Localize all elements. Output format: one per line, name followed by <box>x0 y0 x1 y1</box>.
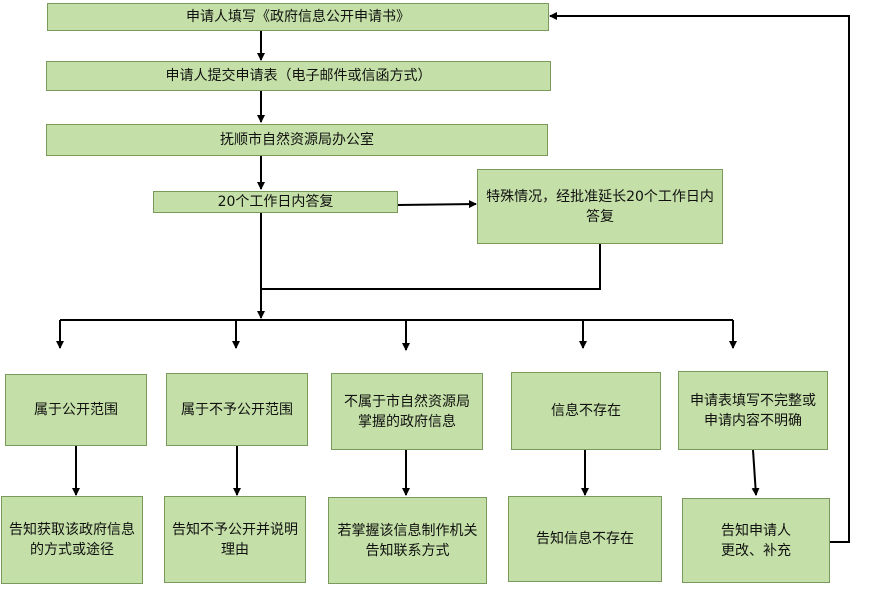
result-not-held: 若掌握该信息制作机关 告知联系方式 <box>328 497 487 584</box>
category-label: 属于不予公开范围 <box>181 401 293 418</box>
category-label: 信息不存在 <box>551 403 621 419</box>
category-not-exist: 信息不存在 <box>511 372 661 450</box>
line-extension-return <box>261 244 601 290</box>
result-not-exist: 告知信息不存在 <box>508 496 662 582</box>
step-extension-label: 特殊情况，经批准延长20个工作日内 答复 <box>486 188 714 225</box>
arrow-cat-5-to-result <box>751 449 760 496</box>
category-not-held: 不属于市自然资源局 掌握的政府信息 <box>331 373 483 450</box>
arrow-reply-to-extension <box>397 200 477 209</box>
category-label: 申请表填写不完整或 申请内容不明确 <box>690 392 816 429</box>
category-incomplete: 申请表填写不完整或 申请内容不明确 <box>678 371 828 450</box>
result-label: 若掌握该信息制作机关 告知联系方式 <box>337 522 478 559</box>
result-not-public: 告知不予公开并说明 理由 <box>164 496 306 583</box>
result-incomplete: 告知申请人 更改、补充 <box>682 498 830 583</box>
result-label: 告知申请人 更改、补充 <box>721 522 791 559</box>
step-reply-20-label: 20个工作日内答复 <box>217 194 334 210</box>
step-submit-label: 申请人提交申请表（电子邮件或信函方式） <box>165 68 432 84</box>
step-fill-form-label: 申请人填写《政府信息公开申请书》 <box>186 9 410 25</box>
step-submit: 申请人提交申请表（电子邮件或信函方式） <box>46 61 551 91</box>
arrow-feedback-loop <box>549 12 850 543</box>
result-label: 告知不予公开并说明 理由 <box>172 521 298 558</box>
result-label: 告知获取该政府信息 的方式或途径 <box>9 522 135 558</box>
step-office: 抚顺市自然资源局办公室 <box>46 124 548 156</box>
step-fill-form: 申请人填写《政府信息公开申请书》 <box>47 3 549 31</box>
category-public: 属于公开范围 <box>5 374 147 446</box>
category-not-public: 属于不予公开范围 <box>166 373 308 446</box>
step-extension: 特殊情况，经批准延长20个工作日内 答复 <box>477 169 723 244</box>
category-label: 不属于市自然资源局 掌握的政府信息 <box>344 393 470 430</box>
result-public: 告知获取该政府信息 的方式或途径 <box>1 496 143 584</box>
step-reply-20: 20个工作日内答复 <box>153 191 398 213</box>
step-office-label: 抚顺市自然资源局办公室 <box>220 132 374 148</box>
category-label: 属于公开范围 <box>34 402 118 418</box>
result-label: 告知信息不存在 <box>536 531 634 547</box>
